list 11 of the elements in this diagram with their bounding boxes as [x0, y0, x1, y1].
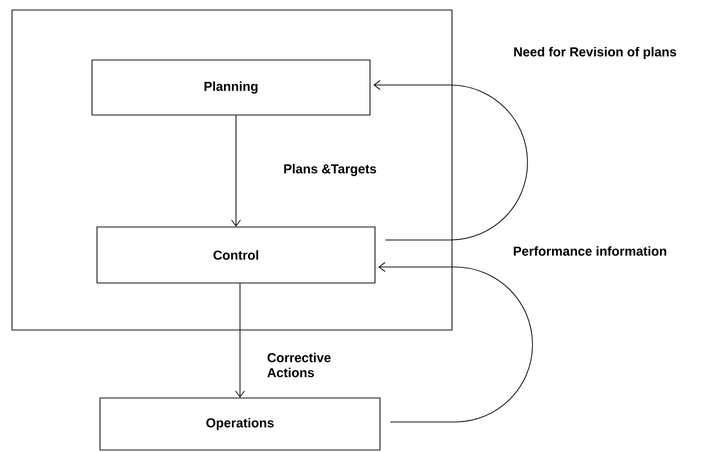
arrow [373, 80, 528, 240]
arrow [235, 283, 245, 398]
process-box: Control [96, 226, 376, 284]
arrow [378, 262, 533, 422]
edge-label: Plans &Targets [284, 164, 376, 176]
edge-label: Performance information [514, 246, 666, 256]
edge-label: Need for Revision of plans [514, 46, 676, 60]
edge-label: Corrective Actions [267, 352, 331, 378]
arrow [231, 115, 241, 227]
process-box: Operations [100, 398, 380, 450]
process-box: Planning [92, 60, 370, 116]
